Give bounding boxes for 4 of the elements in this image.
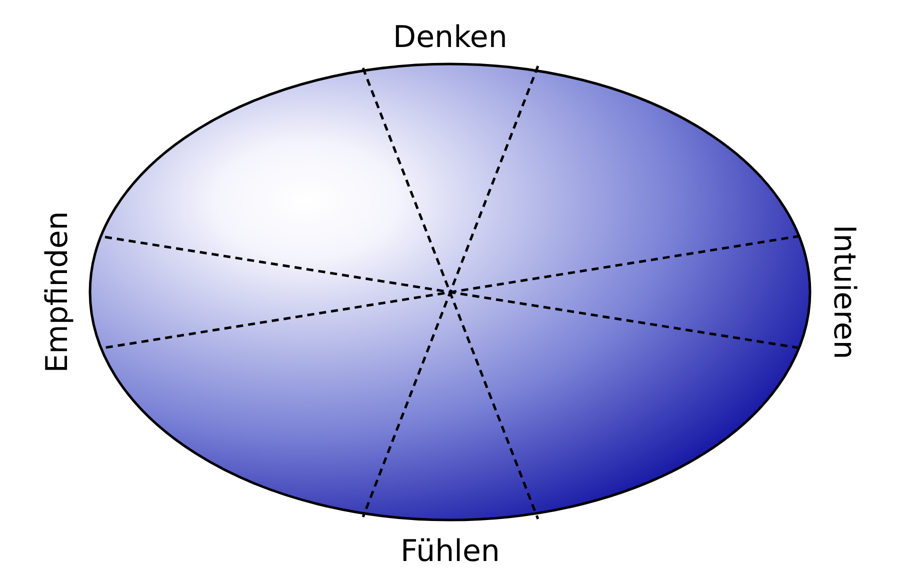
axis-label: Intuieren: [828, 224, 858, 360]
axis-label: Fühlen: [400, 537, 500, 567]
axis-label: Empfinden: [42, 211, 73, 373]
axis-label: Denken: [393, 23, 508, 53]
